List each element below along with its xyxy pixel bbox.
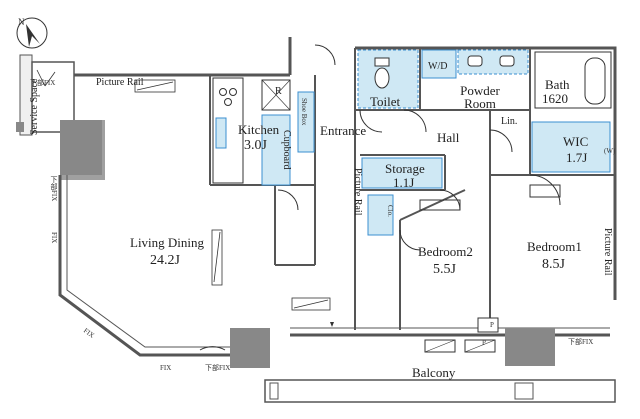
pipe-shaft-label-2: P — [482, 339, 486, 347]
entrance-label: Entrance — [320, 123, 367, 138]
toilet-label: Toilet — [370, 94, 401, 109]
wic-label: WIC — [563, 134, 589, 149]
doors — [199, 44, 561, 351]
bedroom1-label: Bedroom1 — [527, 239, 582, 254]
structural-column — [60, 120, 102, 175]
balcony-label: Balcony — [412, 365, 456, 380]
wic-size-label: 1.7J — [566, 150, 588, 165]
storage-size-label: 1.1J — [393, 175, 415, 190]
balcony-area — [230, 317, 616, 403]
sink-fixtures — [467, 55, 515, 67]
compass-label: N — [18, 17, 25, 27]
bath-size-label: 1620 — [542, 91, 568, 106]
powder-room-label: Powder Room — [460, 83, 500, 111]
bath-label: Bath — [545, 77, 570, 92]
interior-walls — [209, 48, 615, 330]
service-space-fix-label: 下部FIX — [30, 79, 56, 87]
fix-bottom-label-2: 下部FIX — [205, 364, 231, 372]
picture-rail-right-label: Picture Rail — [602, 228, 613, 276]
kitchen-size-label: 3.0J — [244, 138, 267, 153]
storage-label: Storage — [385, 161, 425, 176]
living-dining-size-label: 24.2J — [150, 253, 180, 268]
washer-dryer-label: W/D — [428, 61, 448, 72]
living-dining-label: Living Dining — [130, 235, 205, 250]
pipe-shaft-label-1: P — [490, 321, 494, 329]
toilet-fixture — [374, 57, 390, 89]
kitchen-label: Kitchen — [238, 122, 280, 137]
linen-label: Lin. — [501, 116, 518, 127]
picture-rails — [134, 79, 331, 311]
closet-label: Clo. — [386, 205, 394, 217]
shoe-box-label: Shoe Box — [300, 98, 308, 126]
wic-w-label: (W) — [604, 147, 616, 155]
exterior-walls — [58, 37, 617, 357]
fix-left-label-2: FIX — [50, 232, 58, 244]
fix-bottom-label-1: FIX — [160, 364, 172, 372]
exterior-walls-inner — [66, 175, 610, 348]
bedroom2-size-label: 5.5J — [433, 262, 456, 277]
north-compass-icon — [16, 17, 48, 49]
service-space-text: Service Space — [29, 78, 40, 135]
picture-rail-mid-label: Picture Rail — [352, 168, 363, 216]
bedroom1-size-label: 8.5J — [542, 257, 565, 272]
fix-right-label: 下部FIX — [568, 338, 594, 346]
picture-rail-top-label: Picture Rail — [96, 77, 144, 88]
bedroom2-label: Bedroom2 — [418, 244, 473, 259]
kitchen-counter — [212, 77, 315, 186]
fix-left-label-1: 下部FIX — [50, 176, 58, 202]
service-space-label: Service Space — [29, 79, 86, 145]
refrigerator-label: R — [275, 86, 282, 97]
hall-label: Hall — [437, 130, 460, 145]
cupboard-label: Cupboard — [281, 130, 292, 170]
bathtub-fixture — [534, 51, 612, 109]
